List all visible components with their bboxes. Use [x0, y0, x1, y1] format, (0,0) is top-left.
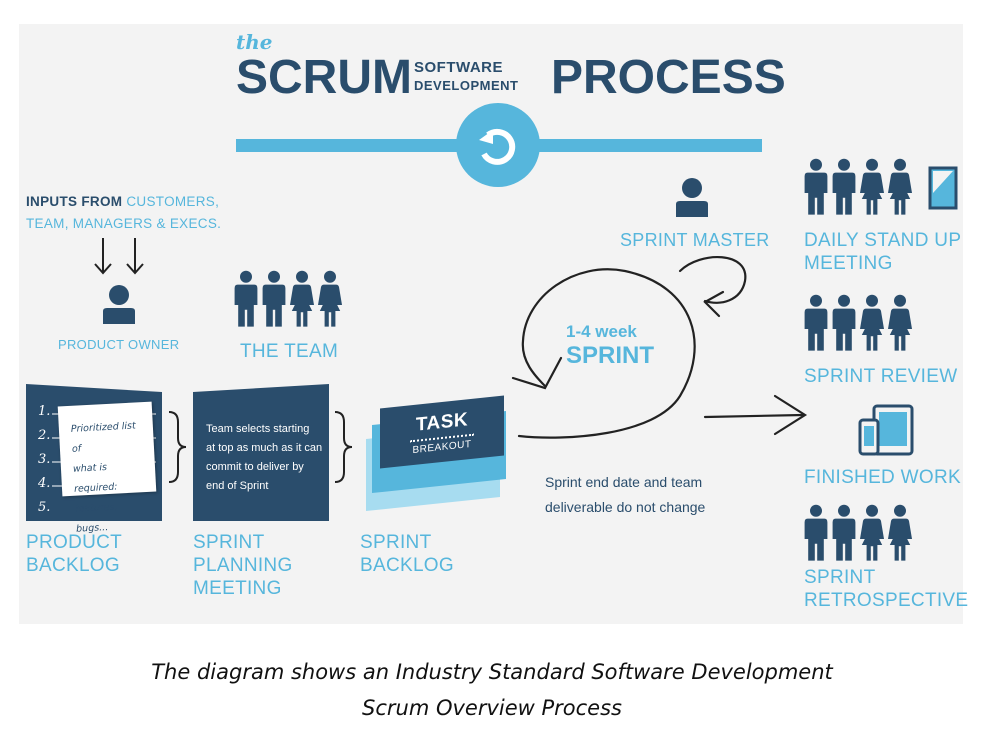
backlog-note-text: Prioritized list of what is required: fe… [58, 402, 159, 541]
backlog-number: 3. [38, 452, 51, 467]
stage-line: MEETING [193, 578, 282, 599]
sprint-loop-arrows [511, 255, 808, 439]
stage-line: DAILY STAND UP [804, 230, 962, 251]
title-process: PROCESS [551, 51, 786, 104]
sprint-note-line: deliverable do not change [545, 499, 706, 515]
inputs-bold: INPUTS FROM [26, 194, 123, 209]
sprint-planning-label: SPRINT PLANNING MEETING [193, 531, 293, 600]
title-scrum: SCRUM [236, 51, 412, 104]
brace-icon [334, 411, 353, 483]
stage-line: SPRINT [804, 567, 876, 588]
sprint-note-line: Sprint end date and team [545, 474, 703, 490]
planning-note-line: at top as much as it can [206, 442, 323, 454]
daily-standup-label: DAILY STAND UP MEETING [804, 229, 961, 275]
down-arrows-icon [94, 238, 144, 275]
sprint-planning-card: Team selects starting at top as much as … [193, 384, 329, 521]
stage-line: BACKLOG [26, 555, 120, 576]
team-icon [234, 270, 342, 327]
planning-note-line: end of Sprint [206, 480, 269, 492]
title-the: the [236, 30, 273, 54]
stage-line: PLANNING [193, 555, 293, 576]
backlog-numbers: 1. 2. 3. 4. 5. [38, 400, 50, 520]
backlog-number: 1. [38, 404, 51, 419]
sprint-master-icon [676, 178, 708, 217]
stage-line: PRODUCT [26, 532, 123, 553]
devices-icon [858, 404, 914, 456]
stage-line: RETROSPECTIVE [804, 590, 969, 611]
brace-icon [168, 411, 187, 483]
backlog-number: 2. [38, 428, 51, 443]
product-owner-label: PRODUCT OWNER [58, 337, 180, 352]
planning-note-text: Team selects starting at top as much as … [193, 384, 329, 496]
product-owner-icon [97, 284, 141, 328]
caption-line-1: The diagram shows an Industry Standard S… [151, 660, 833, 684]
sprint-weeks: 1-4 week [566, 322, 637, 341]
sprint-review-icon [804, 294, 912, 351]
sprint-label: SPRINT [566, 342, 655, 369]
finished-work-label: FINISHED WORK [804, 467, 961, 488]
backlog-note-card: Prioritized list of what is required: fe… [57, 401, 157, 535]
product-backlog-label: PRODUCT BACKLOG [26, 531, 122, 577]
stage-line: MEETING [804, 253, 893, 274]
planning-note-line: commit to deliver by [206, 461, 304, 473]
inputs-line2: TEAM, MANAGERS & EXECS. [26, 216, 222, 231]
caption-line-2: Scrum Overview Process [362, 696, 622, 720]
daily-standup-icon [804, 158, 958, 215]
the-team-label: THE TEAM [240, 341, 339, 362]
sprint-note: Sprint end date and team deliverable do … [545, 470, 705, 520]
inputs-line1: INPUTS FROM CUSTOMERS, [26, 194, 219, 209]
title-software: SOFTWARE [414, 59, 503, 76]
stage-line: BACKLOG [360, 555, 454, 576]
title-development: DEVELOPMENT [414, 78, 519, 93]
sprint-review-label: SPRINT REVIEW [804, 366, 958, 387]
backlog-number: 4. [38, 476, 51, 491]
backlog-number: 5. [38, 500, 51, 515]
backlog-note-line: Prioritized list of [70, 420, 136, 455]
sprint-master-label: SPRINT MASTER [620, 230, 770, 250]
inputs-rest: CUSTOMERS, [126, 194, 220, 209]
stage-line: SPRINT [193, 532, 265, 553]
backlog-note-line: what is required: [72, 462, 118, 495]
planning-note-line: Team selects starting [206, 423, 310, 435]
cycle-icon [456, 103, 540, 187]
stage-line: SPRINT [360, 532, 432, 553]
sprint-retrospective-label: SPRINT RETROSPECTIVE [804, 566, 968, 612]
sprint-backlog-label: SPRINT BACKLOG [360, 531, 454, 577]
sprint-retrospective-icon [804, 504, 912, 561]
